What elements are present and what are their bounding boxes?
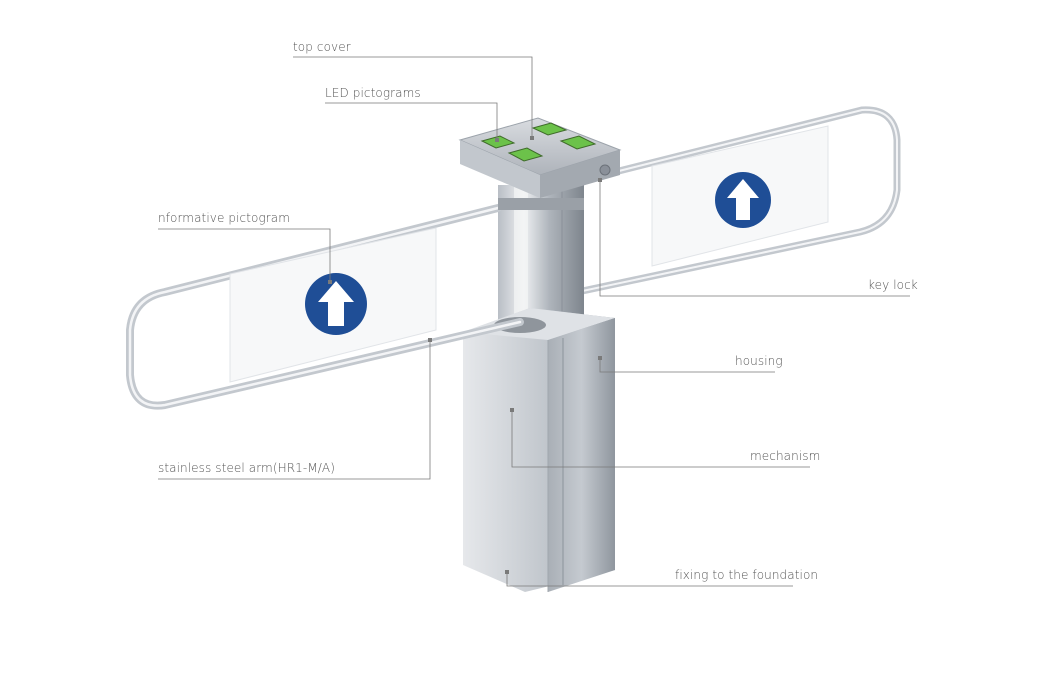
top-cover — [458, 117, 622, 210]
label-informative-pictogram: nformative pictogram — [158, 211, 291, 225]
leader-lines — [158, 56, 910, 587]
right-arm — [536, 106, 901, 304]
label-mechanism: mechanism — [750, 449, 821, 463]
up-arrow-icon — [305, 273, 367, 335]
label-fixing-to-foundation: fixing to the foundation — [675, 568, 819, 582]
left-arm — [126, 204, 524, 410]
up-arrow-icon — [715, 172, 771, 228]
label-stainless-steel-arm: stainless steel arm(HR1-M/A) — [158, 461, 336, 475]
label-top-cover: top cover — [293, 40, 351, 54]
key-lock-icon — [599, 164, 611, 176]
label-key-lock: key lock — [868, 278, 918, 292]
label-housing: housing — [735, 354, 783, 368]
leader-dots — [328, 136, 602, 574]
housing-body — [463, 308, 615, 592]
label-led-pictograms: LED pictograms — [325, 86, 421, 100]
